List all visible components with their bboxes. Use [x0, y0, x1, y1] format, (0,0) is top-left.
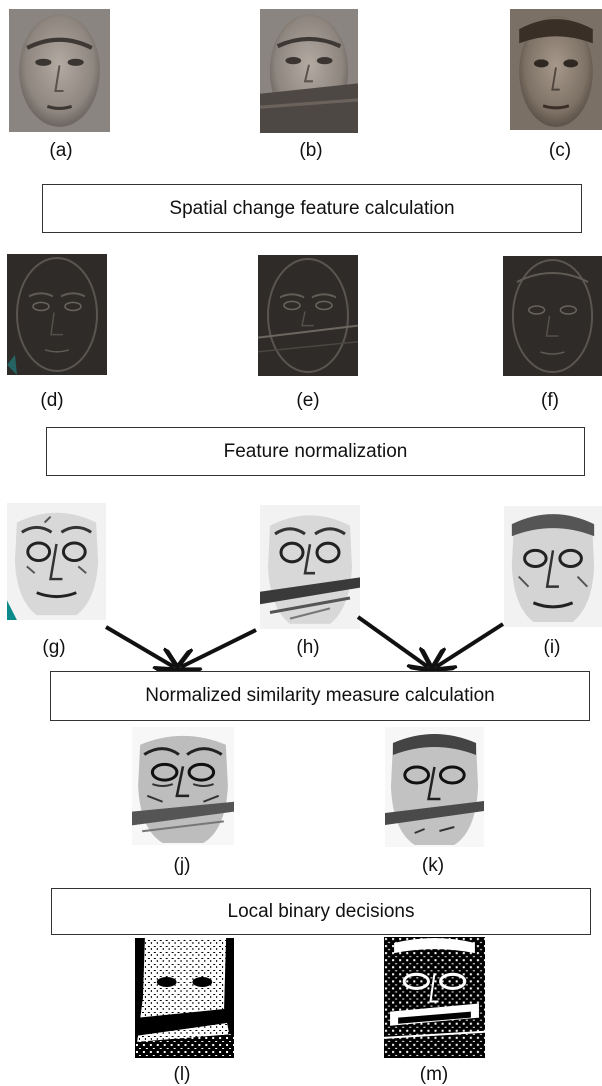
arrow-h-to-similarity-left: [181, 628, 257, 667]
caption-b: (b): [299, 140, 323, 161]
caption-m: (m): [419, 1064, 449, 1085]
face-image-a: [9, 9, 110, 132]
similarity-image-k: [385, 727, 484, 847]
feature-image-f: [503, 256, 602, 376]
similarity-image-j: [132, 727, 234, 845]
normalized-image-g: [7, 503, 106, 620]
step-feature-normalization: Feature normalization: [46, 427, 585, 476]
caption-f: (f): [541, 390, 559, 411]
caption-j: (j): [173, 855, 191, 876]
step-local-binary-decisions: Local binary decisions: [51, 888, 591, 935]
face-image-b: [260, 9, 358, 133]
arrow-g-to-similarity: [104, 625, 174, 667]
binary-image-l: [135, 938, 234, 1058]
caption-e: (e): [296, 390, 320, 411]
normalized-image-i: [504, 506, 602, 627]
binary-image-m: [384, 937, 485, 1058]
feature-image-e: [258, 255, 358, 376]
caption-c: (c): [548, 140, 572, 161]
feature-image-d: [7, 254, 107, 375]
step-spatial-change: Spatial change feature calculation: [42, 184, 582, 233]
caption-k: (k): [421, 855, 445, 876]
arrow-i-to-similarity: [436, 622, 505, 667]
face-image-c: [510, 9, 602, 130]
arrow-h-to-similarity-right: [356, 615, 428, 667]
caption-l: (l): [173, 1064, 191, 1085]
normalized-image-h: [260, 505, 360, 629]
caption-d: (d): [40, 390, 64, 411]
caption-a: (a): [49, 140, 73, 161]
caption-h: (h): [296, 637, 320, 658]
step-similarity-measure: Normalized similarity measure calculatio…: [50, 671, 590, 721]
caption-i: (i): [543, 637, 561, 658]
caption-g: (g): [42, 637, 66, 658]
